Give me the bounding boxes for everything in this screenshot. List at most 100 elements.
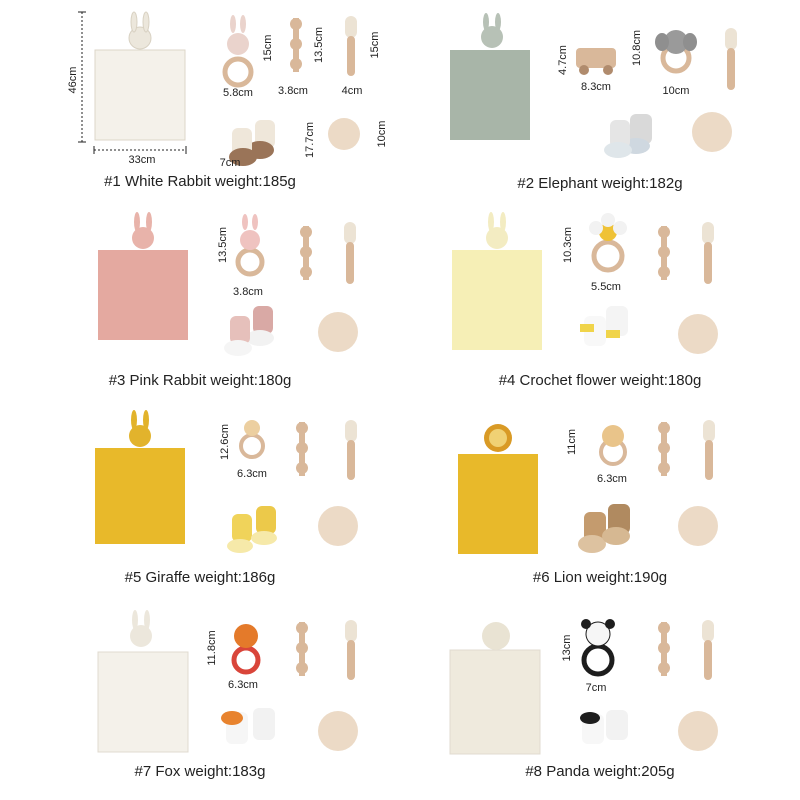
set-giraffe[interactable]: 12.6cm 6.3cm #5 Giraffe weigh bbox=[0, 400, 400, 600]
dim-label: 46cm bbox=[67, 67, 79, 94]
set-caption: #6 Lion weight:190g bbox=[532, 569, 668, 586]
set-elephant[interactable]: 4.7cm 8.3cm 10.8cm 10cm bbox=[400, 0, 800, 200]
socks-icon bbox=[580, 306, 628, 346]
milestone-card-icon bbox=[678, 506, 718, 546]
socks-icon bbox=[578, 504, 630, 553]
rattle-icon bbox=[290, 18, 302, 72]
socks-icon bbox=[224, 306, 274, 356]
set-3-illustration: 13.5cm 3.8cm bbox=[98, 212, 358, 356]
brush-icon bbox=[702, 620, 714, 680]
dim-label: 3.8cm bbox=[233, 286, 263, 298]
brush-icon bbox=[703, 420, 715, 480]
set-7-illustration: 11.8cm 6.3cm bbox=[97, 610, 358, 753]
blanket-icon bbox=[452, 212, 542, 350]
socks-icon bbox=[229, 120, 275, 166]
set-caption: #4 Crochet flower weight:180g bbox=[498, 372, 702, 389]
dim-label: 7cm bbox=[586, 682, 607, 694]
dim-label: 3.8cm bbox=[278, 85, 308, 97]
milestone-card-icon bbox=[318, 711, 358, 751]
dim-label: 10.8cm bbox=[631, 30, 643, 66]
teether-icon bbox=[599, 425, 627, 466]
set-caption: #7 Fox weight:183g bbox=[134, 763, 266, 780]
dim-label: 7cm bbox=[220, 157, 241, 169]
dim-label: 15cm bbox=[369, 32, 381, 59]
set-8-illustration: 13cm 7cm bbox=[449, 619, 718, 755]
blanket-icon bbox=[458, 424, 538, 554]
brush-icon bbox=[725, 28, 737, 90]
socks-icon bbox=[604, 114, 652, 158]
milestone-card-icon bbox=[328, 118, 360, 150]
rattle-icon bbox=[300, 226, 312, 280]
set-lion[interactable]: 11cm 6.3cm #6 Lion weight:190 bbox=[400, 400, 800, 600]
dim-label: 6.3cm bbox=[228, 679, 258, 691]
set-2-illustration: 4.7cm 8.3cm 10.8cm 10cm bbox=[450, 13, 737, 158]
blanket-icon bbox=[98, 212, 188, 340]
teether-icon bbox=[655, 30, 697, 74]
set-caption: #5 Giraffe weight:186g bbox=[124, 569, 276, 586]
dim-label: 13.5cm bbox=[217, 227, 229, 263]
milestone-card-icon bbox=[678, 314, 718, 354]
milestone-card-icon bbox=[318, 506, 358, 546]
dim-label: 8.3cm bbox=[581, 81, 611, 93]
dim-label: 11.8cm bbox=[206, 630, 218, 665]
blanket-icon bbox=[95, 410, 185, 544]
set-caption: #3 Pink Rabbit weight:180g bbox=[108, 372, 292, 389]
dim-label: 17.7cm bbox=[304, 122, 316, 158]
set-1-illustration: 46cm 33cm 15cm 5.8cm 13.5cm 3.8cm bbox=[67, 11, 388, 169]
dim-label: 5.5cm bbox=[591, 281, 621, 293]
teether-icon bbox=[239, 420, 265, 459]
dim-label: 6.3cm bbox=[237, 468, 267, 480]
rattle-icon bbox=[296, 622, 308, 676]
blanket-icon bbox=[449, 622, 541, 755]
brush-icon bbox=[702, 222, 714, 284]
set-5-illustration: 12.6cm 6.3cm bbox=[95, 410, 358, 553]
dim-label: 5.8cm bbox=[223, 87, 253, 99]
teether-icon bbox=[222, 15, 254, 88]
teether-icon bbox=[231, 624, 261, 675]
brush-icon bbox=[345, 16, 357, 76]
set-crochet-flower[interactable]: 10.3cm 5.5cm #4 Crochet flower bbox=[400, 200, 800, 400]
teether-icon bbox=[581, 619, 615, 677]
set-caption: #1 White Rabbit weight:185g bbox=[104, 173, 296, 190]
set-4-illustration: 10.3cm 5.5cm bbox=[452, 212, 718, 354]
teether-icon bbox=[589, 213, 627, 273]
set-caption: #8 Panda weight:205g bbox=[525, 763, 675, 780]
set-pink-rabbit[interactable]: 13.5cm 3.8cm #3 Pink Rabbit w bbox=[0, 200, 400, 400]
brush-icon bbox=[345, 620, 357, 680]
dim-label: 11cm bbox=[566, 429, 578, 455]
socks-icon bbox=[221, 708, 275, 744]
dim-label: 15cm bbox=[262, 35, 274, 62]
blanket-icon bbox=[97, 610, 189, 753]
socks-icon bbox=[227, 506, 277, 553]
milestone-card-icon bbox=[692, 112, 732, 152]
set-panda[interactable]: 13cm 7cm #8 Panda weight:205g bbox=[400, 600, 800, 800]
blanket-icon bbox=[94, 11, 186, 141]
dim-label: 4.7cm bbox=[557, 45, 569, 75]
rattle-icon bbox=[658, 622, 670, 676]
dim-label: 4cm bbox=[342, 85, 363, 97]
rattle-icon bbox=[658, 422, 670, 476]
socks-icon bbox=[580, 710, 628, 744]
dim-label: 10.3cm bbox=[562, 227, 574, 263]
milestone-card-icon bbox=[678, 711, 718, 751]
rattle-icon bbox=[296, 422, 308, 476]
milestone-card-icon bbox=[318, 312, 358, 352]
brush-icon bbox=[345, 420, 357, 480]
rattle-icon bbox=[658, 226, 670, 280]
dim-label: 12.6cm bbox=[219, 424, 231, 460]
teether-icon bbox=[235, 214, 265, 277]
dim-label: 10cm bbox=[663, 85, 690, 97]
dim-label: 6.3cm bbox=[597, 473, 627, 485]
brush-icon bbox=[344, 222, 356, 284]
dim-label: 13.5cm bbox=[313, 27, 325, 63]
set-caption: #2 Elephant weight:182g bbox=[517, 175, 683, 192]
set-6-illustration: 11cm 6.3cm bbox=[458, 420, 718, 554]
dim-label: 33cm bbox=[129, 154, 156, 166]
set-fox[interactable]: 11.8cm 6.3cm #7 Fox weight:183g bbox=[0, 600, 400, 800]
dim-label: 10cm bbox=[376, 121, 388, 148]
car-teether-icon bbox=[576, 48, 616, 75]
dim-label: 13cm bbox=[561, 635, 573, 662]
set-white-rabbit[interactable]: 46cm 33cm 15cm 5.8cm 13.5cm 3.8cm bbox=[0, 0, 400, 200]
blanket-icon bbox=[450, 13, 530, 140]
